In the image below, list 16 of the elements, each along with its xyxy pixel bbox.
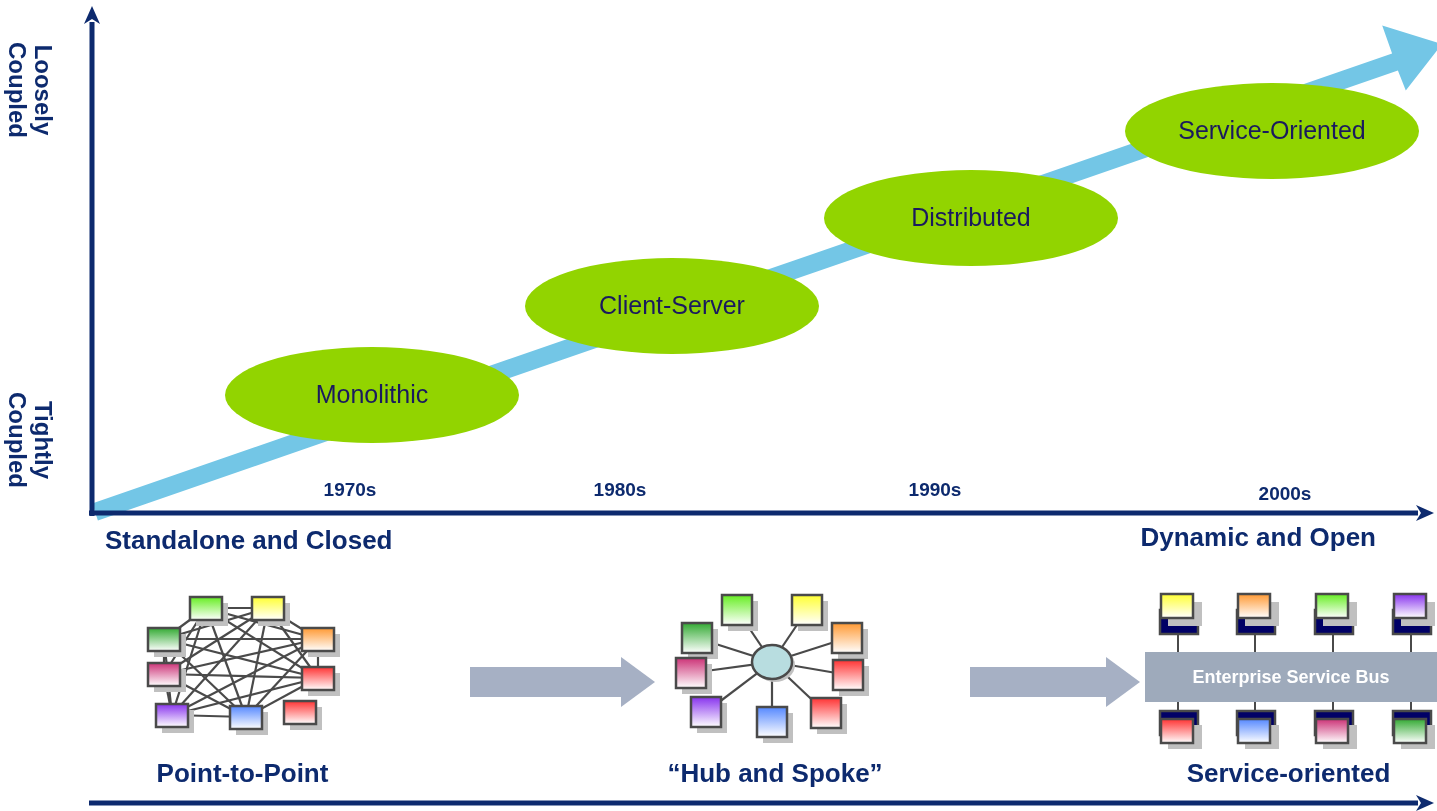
node-label: “Hub and Spoke” <box>666 760 884 786</box>
axis-end-label: Standalone and Closed <box>105 524 394 557</box>
decade-label: 1970s <box>322 478 378 502</box>
era-ellipse: Monolithic <box>225 347 519 443</box>
era-ellipse: Client-Server <box>525 258 819 354</box>
decade-label: 1990s <box>907 478 963 502</box>
decade-label: 1980s <box>592 478 648 502</box>
era-ellipse: Service-Oriented <box>1125 83 1419 179</box>
node-label: Point-to-Point <box>155 760 330 786</box>
axis-label: Tightly Coupled <box>4 391 56 490</box>
era-ellipse: Distributed <box>824 170 1118 266</box>
axis-label: Loosely Coupled <box>4 41 56 140</box>
node-label: Service-oriented <box>1185 760 1392 786</box>
axis-end-label: Dynamic and Open <box>1139 521 1376 554</box>
decade-label: 2000s <box>1257 482 1313 506</box>
bus-band: Enterprise Service Bus <box>1145 652 1437 702</box>
